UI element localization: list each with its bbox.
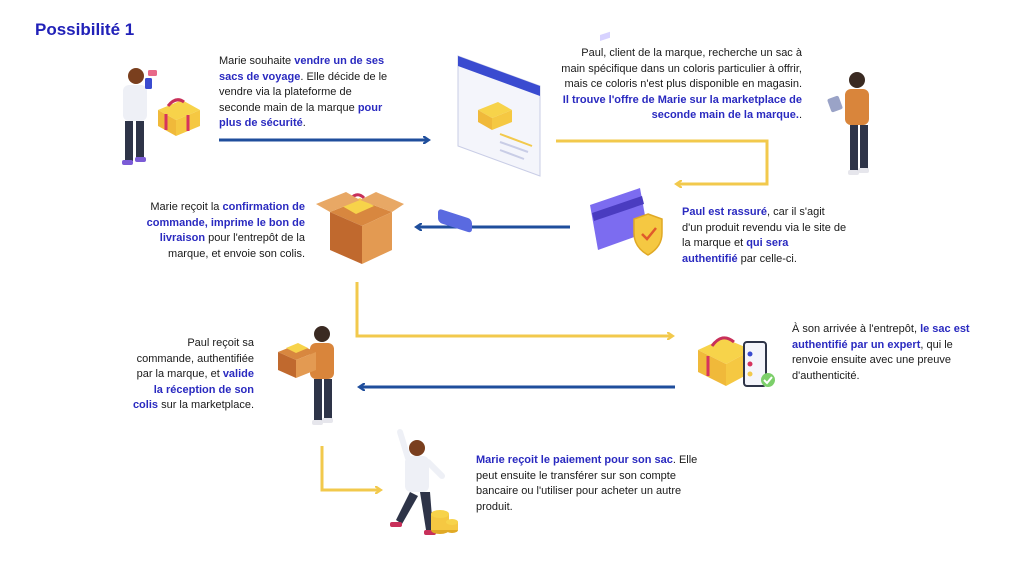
paul-tablet-illustration xyxy=(827,72,869,175)
step-highlight-text: Il trouve l'offre de Marie sur la market… xyxy=(562,93,802,122)
arrow-platform-to-paul xyxy=(556,139,769,184)
step-plain-text: , qui le renvoie ensuite avec une preuve… xyxy=(792,338,953,382)
package-box-icon xyxy=(316,192,404,264)
step-plain-text: par celle-ci. xyxy=(737,252,797,265)
arrow-package-to-warehouse xyxy=(355,282,672,336)
flow-arrows xyxy=(219,139,769,490)
arrow-paul-to-marie-payment xyxy=(320,446,380,490)
step-plain-text: Marie reçoit la xyxy=(150,201,223,213)
step-plain-text: Paul reçoit sa commande, authentifiée pa… xyxy=(136,337,254,380)
step-plain-text: Marie souhaite xyxy=(219,55,295,67)
step-plain-text: , car il s'agit d'un produit revendu via… xyxy=(682,206,847,249)
step-highlight-text: valide la réception de son colis xyxy=(132,368,254,411)
step-plain-text: . Elle peut ensuite le transférer sur so… xyxy=(476,454,698,513)
step-plain-text: À son arrivée à l'entrepôt, xyxy=(792,323,921,335)
travel-bag-icon xyxy=(158,98,200,136)
step-highlight-text: pour plus de sécurité xyxy=(219,101,383,130)
page-title: Possibilité 1 xyxy=(35,20,135,39)
step-2-text: Paul, client de la marque, recherche un … xyxy=(560,46,802,124)
coins-icon xyxy=(431,510,458,534)
step-highlight-text: Paul est rassuré xyxy=(682,206,767,218)
step-highlight-text: Marie reçoit le paiement pour son sac xyxy=(476,454,673,466)
step-6-text: Paul reçoit sa commande, authentifiée pa… xyxy=(130,336,254,414)
step-plain-text: . xyxy=(302,117,306,129)
step-highlight-text: confirmation de commande, imprime le bon… xyxy=(146,201,305,244)
step-3-text: Paul est rassuré, car il s'agit d'un pro… xyxy=(682,205,847,267)
step-plain-text: . Elle décide de le vendre via la platef… xyxy=(219,70,388,114)
step-plain-text: . xyxy=(798,109,802,121)
step-highlight-text: qui sera authentifié xyxy=(682,237,789,265)
marie-phone-illustration xyxy=(122,68,157,165)
marketplace-browser-illustration xyxy=(438,55,541,233)
step-1-text: Marie souhaite vendre un de ses sacs de … xyxy=(219,54,391,132)
step-4-text: Marie reçoit la confirmation de commande… xyxy=(140,200,305,262)
step-highlight-text: le sac est authentifié par un expert xyxy=(792,323,970,351)
step-plain-text: Paul, client de la marque, recherche un … xyxy=(561,47,802,90)
authenticated-bag-checklist-icon xyxy=(698,336,775,387)
step-plain-text: sur la marketplace. xyxy=(158,399,254,411)
marie-payment-illustration xyxy=(390,429,445,535)
step-highlight-text: vendre un de ses sacs de voyage xyxy=(219,55,385,83)
credit-card-shield-icon xyxy=(590,31,663,256)
step-7-text: Marie reçoit le paiement pour son sac. E… xyxy=(476,453,701,515)
step-5-text: À son arrivée à l'entrepôt, le sac est a… xyxy=(792,322,972,384)
paul-receiving-box-illustration xyxy=(278,326,334,425)
step-plain-text: pour l'entrepôt de la marque, et envoie … xyxy=(168,232,305,260)
